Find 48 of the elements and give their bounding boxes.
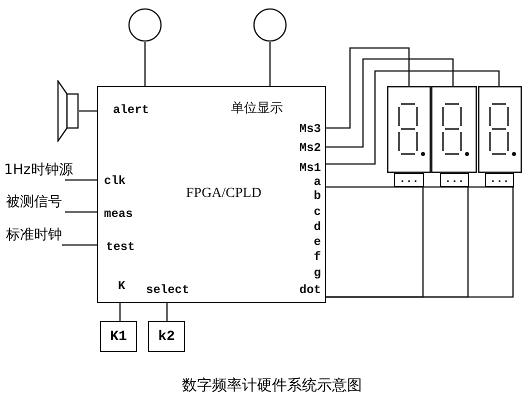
pin-label: Ms1	[299, 162, 321, 175]
connector-line	[62, 244, 97, 246]
key-box: K1	[100, 321, 137, 352]
speaker-icon	[57, 80, 79, 142]
connector-line	[65, 211, 97, 213]
pin-label: b	[314, 190, 321, 203]
chip-label: FPGA/CPLD	[186, 187, 262, 200]
connector-line	[326, 70, 500, 165]
lamp-circle	[253, 8, 287, 42]
pin-label: 单位显示	[231, 102, 283, 115]
connector-line	[326, 47, 410, 129]
connector-line	[166, 303, 168, 321]
caption: 数字频率计硬件系统示意图	[182, 376, 362, 395]
key-box: k2	[148, 321, 185, 352]
pin-label: e	[314, 236, 321, 249]
pin-label: meas	[104, 208, 133, 221]
pin-label: Ms2	[299, 142, 321, 155]
pin-label: Ms3	[299, 123, 321, 136]
seven-segment-display	[387, 86, 431, 173]
connector-line	[326, 58, 454, 148]
pin-label: K	[118, 280, 126, 293]
pin-connector-box: ...	[440, 173, 469, 187]
pin-label: select	[146, 284, 190, 297]
signal-label: 1Hz时钟源	[4, 160, 88, 180]
pin-label: alert	[113, 104, 150, 117]
seven-segment-display	[478, 86, 522, 173]
connector-line	[65, 179, 97, 181]
pin-label: test	[106, 241, 135, 254]
pin-label: clk	[104, 175, 126, 188]
pin-label: c	[314, 206, 321, 219]
connector-line	[269, 42, 271, 86]
connector-line	[144, 42, 146, 86]
pin-label: d	[314, 221, 321, 234]
signal-label: 标准时钟	[6, 226, 78, 245]
pin-connector-box: ...	[394, 173, 424, 187]
pin-label: f	[314, 251, 321, 264]
connector-line	[326, 186, 514, 188]
pin-label: dot	[299, 284, 321, 297]
pin-connector-box: ...	[485, 173, 514, 187]
connector-line	[79, 110, 97, 112]
lamp-circle	[128, 8, 162, 42]
seven-segment-display	[431, 86, 477, 173]
signal-label: 被测信号	[6, 193, 78, 212]
connector-line	[326, 187, 514, 298]
chip-box	[97, 86, 326, 303]
pin-label: g	[314, 267, 321, 280]
pin-label: a	[314, 176, 321, 189]
connector-line	[119, 303, 121, 321]
